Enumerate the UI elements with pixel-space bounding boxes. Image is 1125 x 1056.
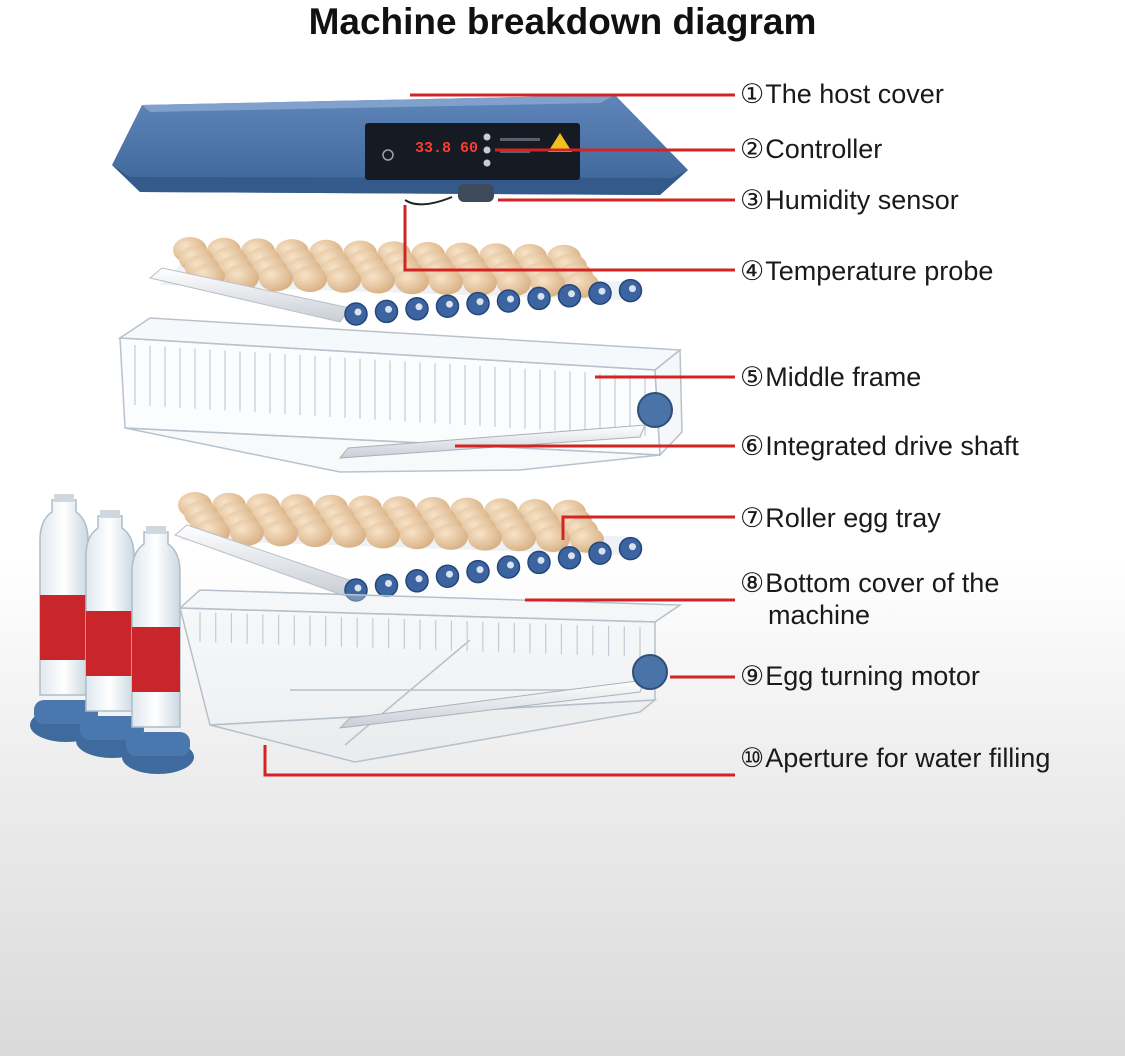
part-name: The host cover — [765, 79, 944, 109]
part-label: ④Temperature probe — [740, 255, 993, 287]
part-number: ① — [740, 79, 765, 109]
part-name-line2: machine — [768, 600, 871, 630]
roller-cap-center — [598, 287, 606, 295]
bottle-cap — [100, 510, 120, 518]
diagram-title: Machine breakdown diagram — [308, 1, 817, 42]
egg — [434, 523, 468, 550]
part-name: Integrated drive shaft — [765, 431, 1019, 461]
egg — [429, 268, 463, 295]
part-name: Egg turning motor — [765, 661, 980, 691]
part-number: ⑥ — [740, 431, 765, 461]
part-label: ⑦Roller egg tray — [740, 502, 941, 534]
controller-display: 33.8 60 — [415, 140, 478, 157]
egg — [293, 266, 327, 293]
egg — [468, 524, 502, 551]
bottom-cover — [178, 589, 683, 763]
egg — [298, 521, 332, 548]
part-name: Controller — [765, 134, 883, 164]
leader-line — [561, 515, 735, 540]
egg — [230, 519, 264, 546]
roller-cap-center — [507, 295, 514, 303]
part-label: ⑩Aperture for water filling — [740, 742, 1050, 774]
background-gradient — [0, 560, 1125, 1056]
roller-cap-center — [354, 308, 362, 316]
part-number: ② — [740, 134, 765, 164]
water-bottles — [30, 494, 194, 774]
roller-cap-center — [537, 556, 545, 564]
roller-cap-center — [598, 547, 606, 555]
bottom-cover-grille — [199, 612, 641, 657]
lower-roller-caps — [344, 536, 643, 602]
part-label: ①The host cover — [740, 78, 944, 110]
roller-cap-center — [385, 579, 392, 587]
leader-lines — [263, 93, 735, 777]
part-number: ⑤ — [740, 362, 765, 392]
egg — [361, 267, 395, 294]
egg — [332, 521, 366, 548]
bottle-stand — [80, 716, 144, 740]
bottle-label — [40, 595, 88, 660]
roller-cap-center — [476, 298, 484, 306]
part-name: Middle frame — [765, 362, 922, 392]
part-label: ⑨Egg turning motor — [740, 660, 980, 692]
egg — [463, 269, 497, 296]
part-number: ⑨ — [740, 661, 765, 691]
roller-cap-center — [476, 566, 484, 574]
egg — [400, 523, 434, 550]
leader-line — [263, 745, 735, 777]
part-number: ⑧ — [740, 568, 765, 598]
controller-panel — [365, 123, 580, 180]
part-label: ⑤Middle frame — [740, 361, 921, 393]
egg — [264, 520, 298, 547]
bottle-stand — [34, 700, 98, 724]
roller-cap-center — [354, 584, 362, 592]
part-name: Roller egg tray — [765, 503, 941, 533]
part-name: Temperature probe — [765, 256, 994, 286]
part-number: ③ — [740, 185, 765, 215]
part-name: Aperture for water filling — [765, 743, 1051, 773]
roller-cap-center — [629, 285, 636, 293]
roller-cap-center — [568, 552, 575, 560]
egg — [366, 522, 400, 549]
part-number: ⑩ — [740, 743, 765, 773]
roller-cap-center — [446, 300, 453, 308]
bottle-cap — [146, 526, 166, 534]
integrated-drive-shaft — [338, 392, 673, 459]
bottle-cap — [54, 494, 74, 502]
roller-cap-center — [568, 290, 575, 298]
host-cover: 33.8 60 — [112, 95, 688, 206]
bottle-stand — [126, 732, 190, 756]
part-number: ⑦ — [740, 503, 765, 533]
roller-cap-center — [415, 303, 423, 311]
part-label: ③Humidity sensor — [740, 184, 959, 216]
egg — [502, 525, 536, 552]
roller-cap-center — [446, 570, 453, 578]
roller-cap-center — [507, 561, 514, 569]
part-name: Bottom cover of the — [765, 568, 1000, 598]
leader-line — [403, 205, 735, 272]
part-label: ②Controller — [740, 133, 882, 165]
upper-roller-caps — [344, 278, 643, 326]
bottle-label — [86, 611, 134, 676]
roller-cap-center — [537, 292, 545, 300]
part-number: ④ — [740, 256, 765, 286]
egg — [327, 266, 361, 293]
bottle-label — [132, 627, 180, 692]
egg — [259, 265, 293, 292]
roller-cap-center — [385, 305, 392, 313]
roller-cap-center — [415, 575, 423, 583]
egg-turning-motor — [338, 654, 668, 729]
part-name: Humidity sensor — [765, 185, 959, 215]
egg — [395, 268, 429, 295]
lower-eggs — [178, 492, 604, 553]
roller-cap-center — [629, 543, 636, 551]
part-label: ⑥Integrated drive shaft — [740, 430, 1019, 462]
